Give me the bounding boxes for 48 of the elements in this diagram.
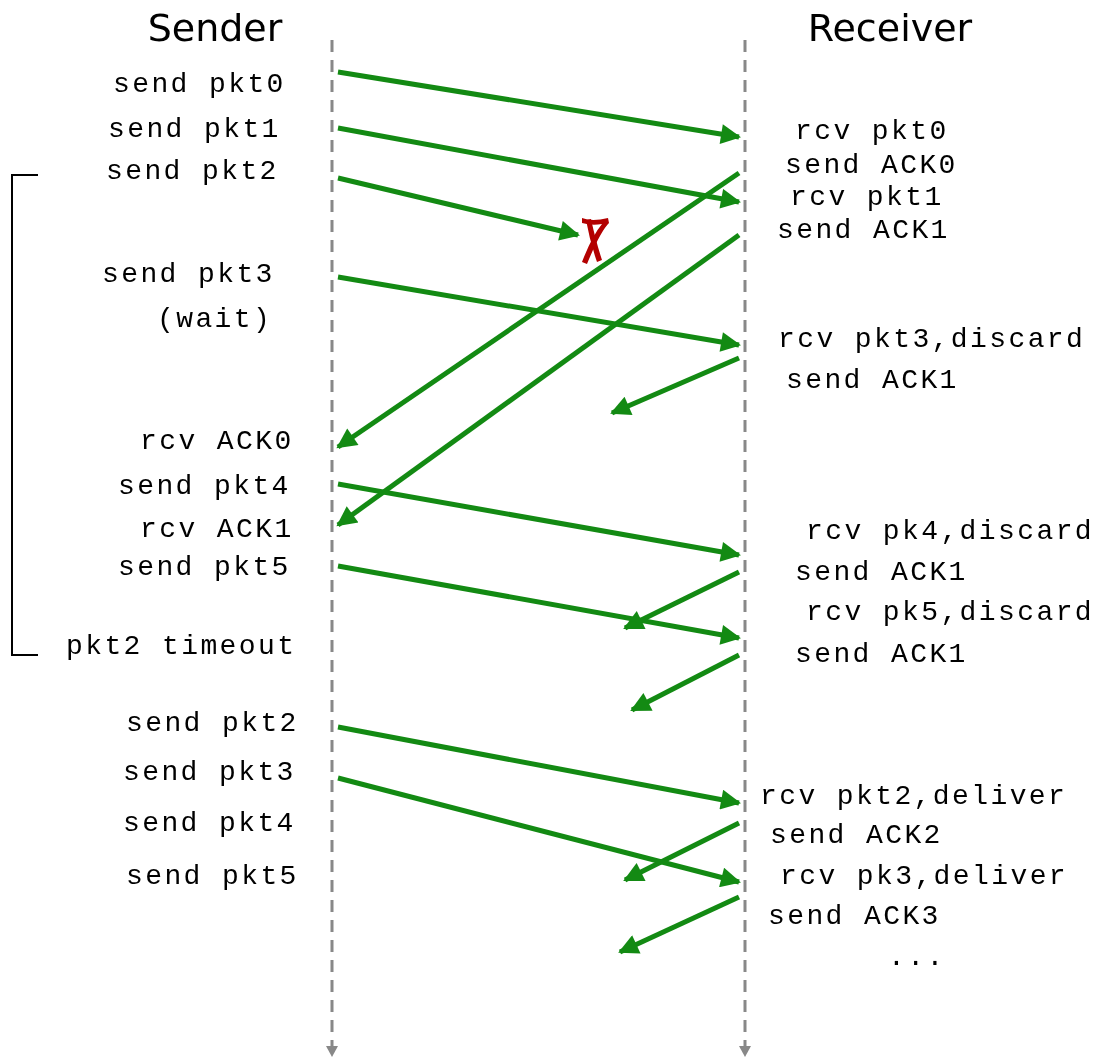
arrow xyxy=(336,170,741,450)
arrow xyxy=(623,569,741,631)
event-label: send ACK3 xyxy=(768,901,941,933)
event-label: send pkt0 xyxy=(113,69,286,101)
event-label: rcv ACK1 xyxy=(140,514,294,546)
lifeline xyxy=(326,40,338,1058)
event-label: rcv pkt0 xyxy=(795,116,949,148)
event-label: send ACK2 xyxy=(770,820,943,852)
event-label: rcv pkt2,deliver xyxy=(760,781,1068,813)
event-label: send pkt3 xyxy=(102,259,275,291)
event-label: (wait) xyxy=(157,304,273,336)
event-label: send pkt2 xyxy=(126,708,299,740)
arrow xyxy=(337,69,741,144)
event-label: send ACK1 xyxy=(795,557,968,589)
arrow xyxy=(337,481,741,562)
event-label: send pkt4 xyxy=(118,471,291,503)
event-label: send pkt1 xyxy=(108,114,281,146)
lifeline-header: Receiver xyxy=(807,8,973,50)
arrow xyxy=(337,175,580,241)
arrow xyxy=(630,652,741,713)
event-label: rcv ACK0 xyxy=(140,426,294,458)
event-label: ... xyxy=(888,942,946,974)
event-label: rcv pk3,deliver xyxy=(780,861,1069,893)
lifeline-header: Sender xyxy=(147,8,283,50)
event-label: send ACK1 xyxy=(777,215,950,247)
event-label: send ACK0 xyxy=(785,150,958,182)
event-label: send pkt3 xyxy=(123,757,296,789)
event-label: pkt2 timeout xyxy=(66,631,297,663)
event-label: send pkt4 xyxy=(123,808,296,840)
arrow xyxy=(336,232,741,528)
arrow xyxy=(337,125,741,209)
arrow xyxy=(623,820,741,883)
event-label: send ACK1 xyxy=(786,365,959,397)
lifeline xyxy=(739,40,751,1058)
event-label: send ACK1 xyxy=(795,639,968,671)
event-label: rcv pk4,discard xyxy=(806,516,1095,548)
arrow xyxy=(337,274,741,352)
event-label: rcv pkt1 xyxy=(790,182,944,214)
event-label: rcv pk5,discard xyxy=(806,597,1095,629)
arrow xyxy=(337,775,741,888)
event-label: send pkt5 xyxy=(126,861,299,893)
event-label: send pkt5 xyxy=(118,552,291,584)
arrow xyxy=(337,563,741,645)
arrow xyxy=(610,355,740,416)
event-label: send pkt2 xyxy=(106,156,279,188)
arrow xyxy=(618,894,741,955)
event-label: rcv pkt3,discard xyxy=(778,324,1086,356)
arrow xyxy=(337,724,741,810)
